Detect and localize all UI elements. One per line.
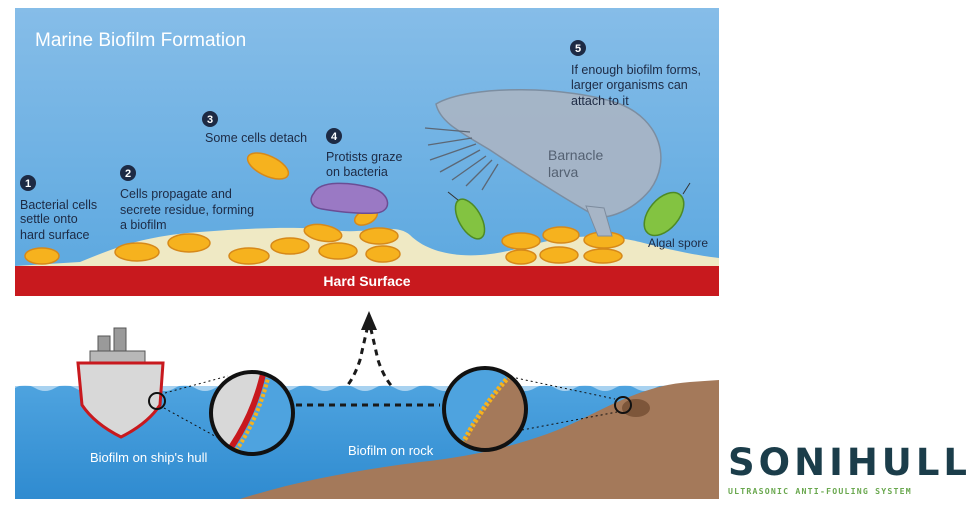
- step-3-number: 3: [207, 114, 213, 126]
- step-2-line2: secrete residue, forming: [120, 203, 254, 217]
- hull-caption: Biofilm on ship's hull: [90, 450, 207, 465]
- step-5-number: 5: [575, 43, 581, 55]
- step-2-line1: Cells propagate and: [120, 187, 232, 201]
- bacterium: [271, 238, 309, 254]
- small-rock: [622, 399, 650, 417]
- bacterium: [168, 234, 210, 252]
- bacterium: [115, 243, 159, 261]
- step-4-line2: on bacteria: [326, 165, 388, 179]
- step-3-line1: Some cells detach: [205, 131, 307, 145]
- barnacle-label-line1: Barnacle: [548, 147, 603, 163]
- sonihull-tagline: ULTRASONIC ANTI-FOULING SYSTEM: [728, 486, 960, 496]
- step-1-line3: hard surface: [20, 228, 90, 242]
- sonihull-logo: SONIHULL: [728, 443, 960, 483]
- step-2-line3: a biofilm: [120, 218, 167, 232]
- bacterium: [360, 228, 398, 244]
- bacterium: [366, 246, 400, 262]
- diagram-title: Marine Biofilm Formation: [35, 30, 246, 51]
- step-1-number: 1: [25, 178, 31, 190]
- barnacle-label-line2: larva: [548, 164, 579, 180]
- algal-spore-label: Algal spore: [648, 236, 708, 250]
- step-2-number: 2: [125, 168, 131, 180]
- step-1-line1: Bacterial cells: [20, 198, 97, 212]
- bacterium: [25, 248, 59, 264]
- bacterium: [502, 233, 540, 249]
- rock-caption: Biofilm on rock: [348, 443, 434, 458]
- step-4-line1: Protists graze: [326, 150, 402, 164]
- step-5-line2: larger organisms can: [571, 78, 688, 92]
- bacterium: [319, 243, 357, 259]
- bacterium: [540, 247, 578, 263]
- step-1-line2: settle onto: [20, 212, 78, 226]
- bottom-panel: Biofilm on ship's hull Biofilm on rock: [15, 328, 719, 499]
- top-panel: Marine Biofilm Formation: [15, 8, 719, 296]
- step-5-line1: If enough biofilm forms,: [571, 63, 701, 77]
- bacterium: [506, 250, 536, 264]
- bacterium: [229, 248, 269, 264]
- bacterium: [584, 249, 622, 263]
- bacterium: [543, 227, 579, 243]
- step-5-line3: attach to it: [571, 94, 629, 108]
- step-4-number: 4: [331, 131, 338, 143]
- hard-surface-label: Hard Surface: [323, 273, 410, 289]
